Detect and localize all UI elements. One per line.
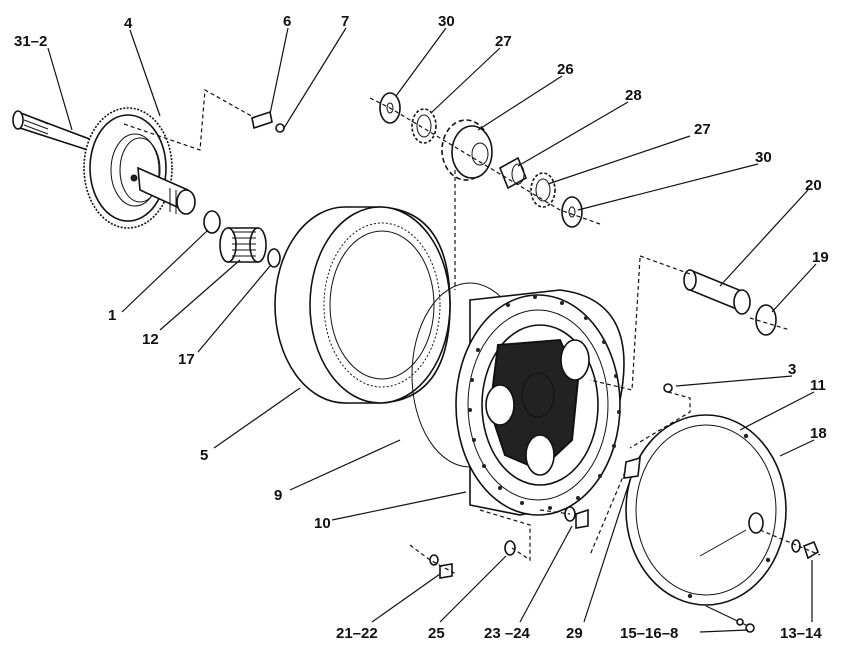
part-bearing-spacer bbox=[498, 156, 528, 190]
callout-25: 25 bbox=[428, 625, 445, 642]
callout-7: 7 bbox=[341, 13, 349, 30]
part-drain-plug bbox=[564, 506, 589, 529]
part-ring-gear bbox=[274, 206, 451, 404]
part-drain-washer bbox=[504, 540, 516, 556]
part-bolt-3 bbox=[663, 383, 673, 393]
part-bracket bbox=[623, 456, 641, 479]
callout-11: 11 bbox=[810, 377, 826, 394]
callout-13-14: 13–14 bbox=[780, 625, 822, 642]
callout-5: 5 bbox=[200, 447, 208, 464]
callout-12: 12 bbox=[142, 331, 159, 348]
part-stud bbox=[705, 605, 755, 633]
leader-lines bbox=[47, 27, 817, 633]
part-snap-ring bbox=[203, 210, 221, 234]
callout-4: 4 bbox=[124, 15, 133, 32]
callout-26: 26 bbox=[557, 61, 574, 78]
callout-30-lower: 30 bbox=[755, 149, 772, 166]
part-thrust-washer-lower bbox=[561, 196, 583, 228]
part-planet-shaft-ring bbox=[755, 304, 777, 336]
part-nut bbox=[791, 539, 819, 560]
part-pin bbox=[251, 110, 273, 130]
callout-6: 6 bbox=[283, 13, 291, 30]
part-planet-gear bbox=[441, 119, 493, 181]
callout-20: 20 bbox=[805, 177, 822, 194]
callout-27-upper: 27 bbox=[495, 33, 512, 50]
callout-30-upper: 30 bbox=[438, 13, 455, 30]
callout-19: 19 bbox=[812, 249, 829, 266]
callout-15-16-8: 15–16–8 bbox=[620, 625, 678, 642]
part-cover-plate bbox=[625, 414, 787, 606]
part-planet-shaft bbox=[683, 268, 751, 315]
callout-9: 9 bbox=[274, 487, 282, 504]
part-sun-gear bbox=[219, 227, 267, 263]
callout-23-24: 23 –24 bbox=[484, 625, 531, 642]
part-needle-bearing-lower bbox=[530, 172, 556, 208]
part-axle-shaft bbox=[12, 110, 98, 153]
part-wheel-hub bbox=[455, 289, 625, 516]
callout-28: 28 bbox=[625, 87, 642, 104]
callout-1: 1 bbox=[108, 307, 116, 324]
callout-21-22: 21–22 bbox=[336, 625, 378, 642]
callout-labels: 31–2 4 6 7 30 27 26 28 27 30 20 19 1 12 … bbox=[14, 13, 829, 642]
callout-18: 18 bbox=[810, 425, 827, 442]
assembly-center-lines bbox=[123, 89, 821, 575]
callout-31-2: 31–2 bbox=[14, 33, 47, 50]
part-planet-carrier bbox=[83, 107, 196, 229]
callout-17: 17 bbox=[178, 351, 195, 368]
part-needle-bearing-upper bbox=[411, 108, 437, 144]
callout-10: 10 bbox=[314, 515, 331, 532]
callout-27-lower: 27 bbox=[694, 121, 711, 138]
part-retaining-ring bbox=[267, 248, 281, 268]
callout-29: 29 bbox=[566, 625, 583, 642]
callout-3: 3 bbox=[788, 361, 796, 378]
part-bolt-7 bbox=[275, 123, 285, 133]
part-drain-bolt bbox=[429, 554, 453, 579]
